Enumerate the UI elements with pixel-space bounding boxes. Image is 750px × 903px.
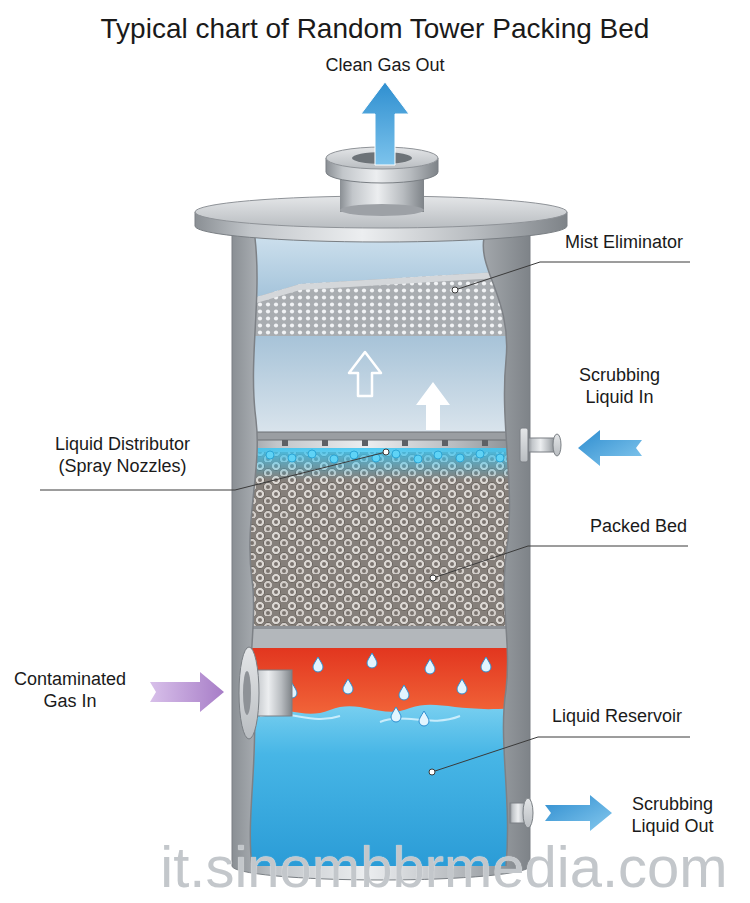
watermark: it.sinombbrmedia.com bbox=[140, 836, 748, 898]
part-label: Liquid Distributor (Spray Nozzles) bbox=[35, 433, 210, 477]
flow-label: Scrubbing Liquid Out bbox=[610, 793, 735, 837]
part-label: Liquid Reservoir bbox=[552, 705, 697, 727]
part-label: Mist Eliminator bbox=[565, 231, 695, 253]
flow-label: Scrubbing Liquid In bbox=[557, 364, 682, 408]
diagram-title: Typical chart of Random Tower Packing Be… bbox=[0, 12, 750, 46]
flow-label: Clean Gas Out bbox=[285, 54, 485, 76]
part-label: Packed Bed bbox=[590, 515, 700, 537]
flow-label: Contaminated Gas In bbox=[2, 668, 138, 712]
